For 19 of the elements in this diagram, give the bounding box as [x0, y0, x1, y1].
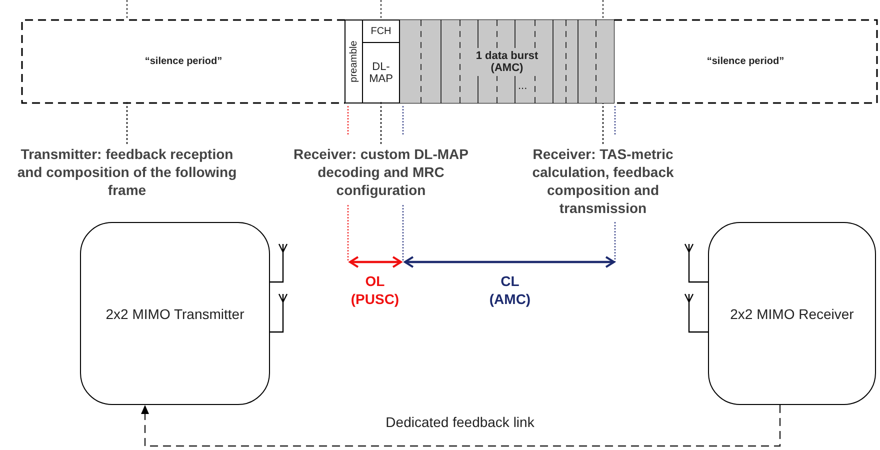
leader-line	[380, 101, 382, 144]
receiver-box	[708, 222, 876, 405]
box-label: 2x2 MIMO Receiver	[730, 306, 854, 322]
annotation-text: Receiver: TAS-metric calculation, feedback composition and transmission	[531, 145, 675, 217]
dimension-label: CL (AMC)	[488, 272, 532, 308]
segment-label: DL-MAP	[368, 61, 394, 85]
annotation-text: Receiver: custom DL-MAP decoding and MRC configuration	[292, 145, 470, 199]
segment-label: “silence period”	[706, 56, 784, 67]
segment-label: FCH	[370, 26, 392, 36]
segment-label: “silence period”	[144, 56, 222, 67]
box-label: 2x2 MIMO Transmitter	[106, 306, 244, 322]
transmitter-box	[80, 222, 270, 405]
dimension-label: OL (PUSC)	[350, 272, 400, 308]
feedback-arrow	[141, 405, 781, 447]
annotation-text: Transmitter: feedback reception and composition of the following frame	[16, 145, 238, 199]
leader-line	[602, 101, 604, 144]
segment-label: preamble	[348, 40, 359, 82]
data-burst-segment	[400, 20, 614, 103]
leader-line	[126, 101, 128, 144]
